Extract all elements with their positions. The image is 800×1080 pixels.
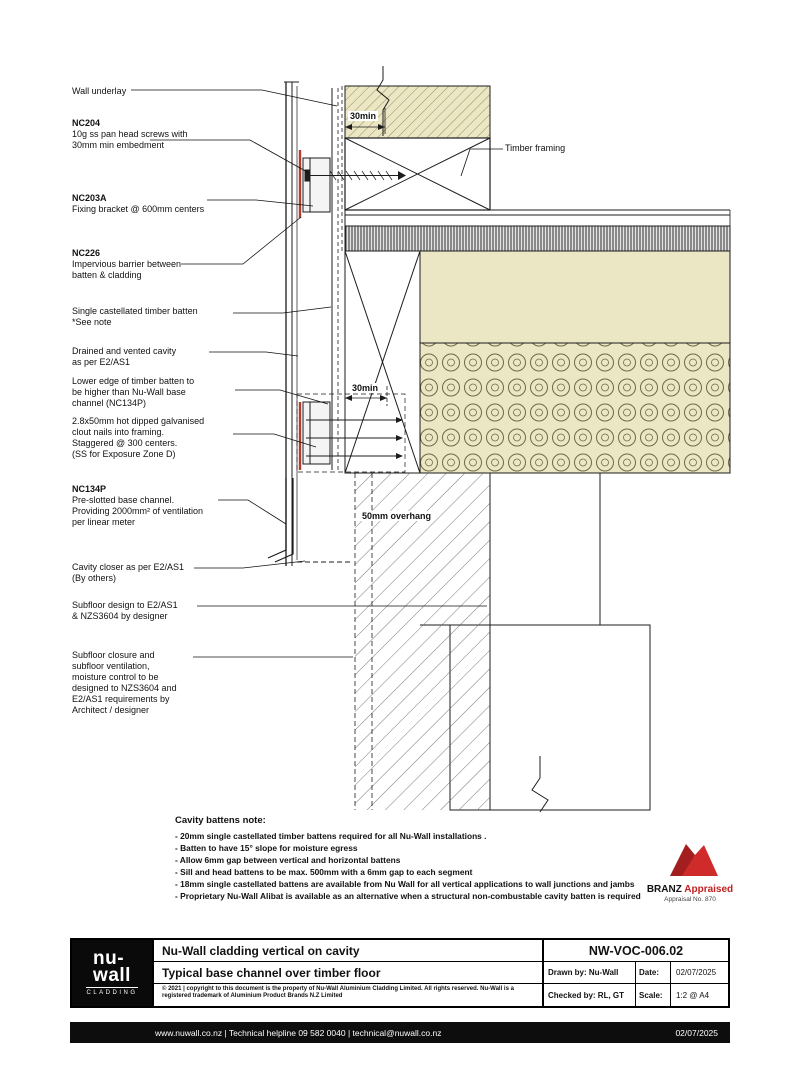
checked-by: Checked by: RL, GT xyxy=(544,984,636,1006)
label-timber-framing: Timber framing xyxy=(505,143,566,153)
nuwall-logo-text: nu- wall xyxy=(93,948,131,986)
callout-cavity-closer: Cavity closer as per E2/AS1 (By others) xyxy=(72,562,185,583)
date-value: 02/07/2025 xyxy=(676,968,717,977)
note-item: - Allow 6mm gap between vertical and hor… xyxy=(175,855,401,865)
branz-appraised-block: BRANZ Appraised Appraisal No. 870 xyxy=(645,840,735,903)
note-item: - 18mm single castellated battens are av… xyxy=(175,879,635,889)
label-overhang: 50mm overhang xyxy=(360,511,434,521)
drawing-number: NW-VOC-006.02 xyxy=(544,940,728,962)
branz-brand-line: BRANZ Appraised xyxy=(646,884,734,895)
note-title: Cavity battens note: xyxy=(175,815,266,826)
copyright-text: © 2021 | copyright to this document is t… xyxy=(162,986,514,999)
scale-value: 1:2 @ A4 xyxy=(676,990,710,1000)
footer-contact: www.nuwall.co.nz | Technical helpline 09… xyxy=(155,1027,442,1038)
callout-batten: Single castellated timber batten *See no… xyxy=(72,306,198,327)
footer-bar: www.nuwall.co.nz | Technical helpline 09… xyxy=(70,1022,730,1043)
logo-divider xyxy=(86,987,138,988)
note-item: - Proprietary Nu-Wall Alibat is availabl… xyxy=(175,891,641,901)
dimension-30min-mid: 30min xyxy=(350,383,381,393)
note-item: - 20mm single castellated timber battens… xyxy=(175,831,487,841)
footer-date: 02/07/2025 xyxy=(675,1027,718,1038)
checked-scale-row: Checked by: RL, GT Scale: 1:2 @ A4 xyxy=(544,984,728,1006)
dimension-30min-top: 30min xyxy=(348,111,379,121)
drawn-date-row: Drawn by: Nu-Wall Date: 02/07/2025 xyxy=(544,962,728,984)
callout-cavity: Drained and vented cavity as per E2/AS1 xyxy=(72,346,177,367)
callout-subfloor-design: Subfloor design to E2/AS1 & NZS3604 by d… xyxy=(72,600,178,621)
callout-wall-underlay: Wall underlay xyxy=(72,86,127,96)
callout-clout-nails: 2.8x50mm hot dipped galvanised clout nai… xyxy=(72,416,205,459)
note-item: - Batten to have 15° slope for moisture … xyxy=(175,843,358,853)
date-label: Date: xyxy=(636,962,671,983)
logo-subtext: CLADDING xyxy=(86,990,138,996)
title-block-meta: NW-VOC-006.02 Drawn by: Nu-Wall Date: 02… xyxy=(544,940,728,1006)
cavity-battens-note: Cavity battens note: - 20mm single caste… xyxy=(175,815,700,902)
branz-appraisal-number: Appraisal No. 870 xyxy=(664,896,716,903)
nuwall-logo: nu- wall CLADDING xyxy=(72,940,152,1006)
branz-logo-icon xyxy=(670,844,718,876)
drawn-by: Drawn by: Nu-Wall xyxy=(544,962,636,983)
title-block: nu- wall CLADDING Nu-Wall cladding verti… xyxy=(70,938,730,1008)
drawing-title-line1: Nu-Wall cladding vertical on cavity xyxy=(154,940,542,962)
scale-label: Scale: xyxy=(636,984,671,1006)
callout-subfloor-closure: Subfloor closure and subfloor ventilatio… xyxy=(72,650,177,715)
drawing-title-line2: Typical base channel over timber floor xyxy=(154,962,542,984)
note-item: - Sill and head battens to be max. 500mm… xyxy=(175,867,473,877)
callout-lower-edge: Lower edge of timber batten to be higher… xyxy=(72,376,195,408)
title-block-titles: Nu-Wall cladding vertical on cavity Typi… xyxy=(152,940,544,1006)
